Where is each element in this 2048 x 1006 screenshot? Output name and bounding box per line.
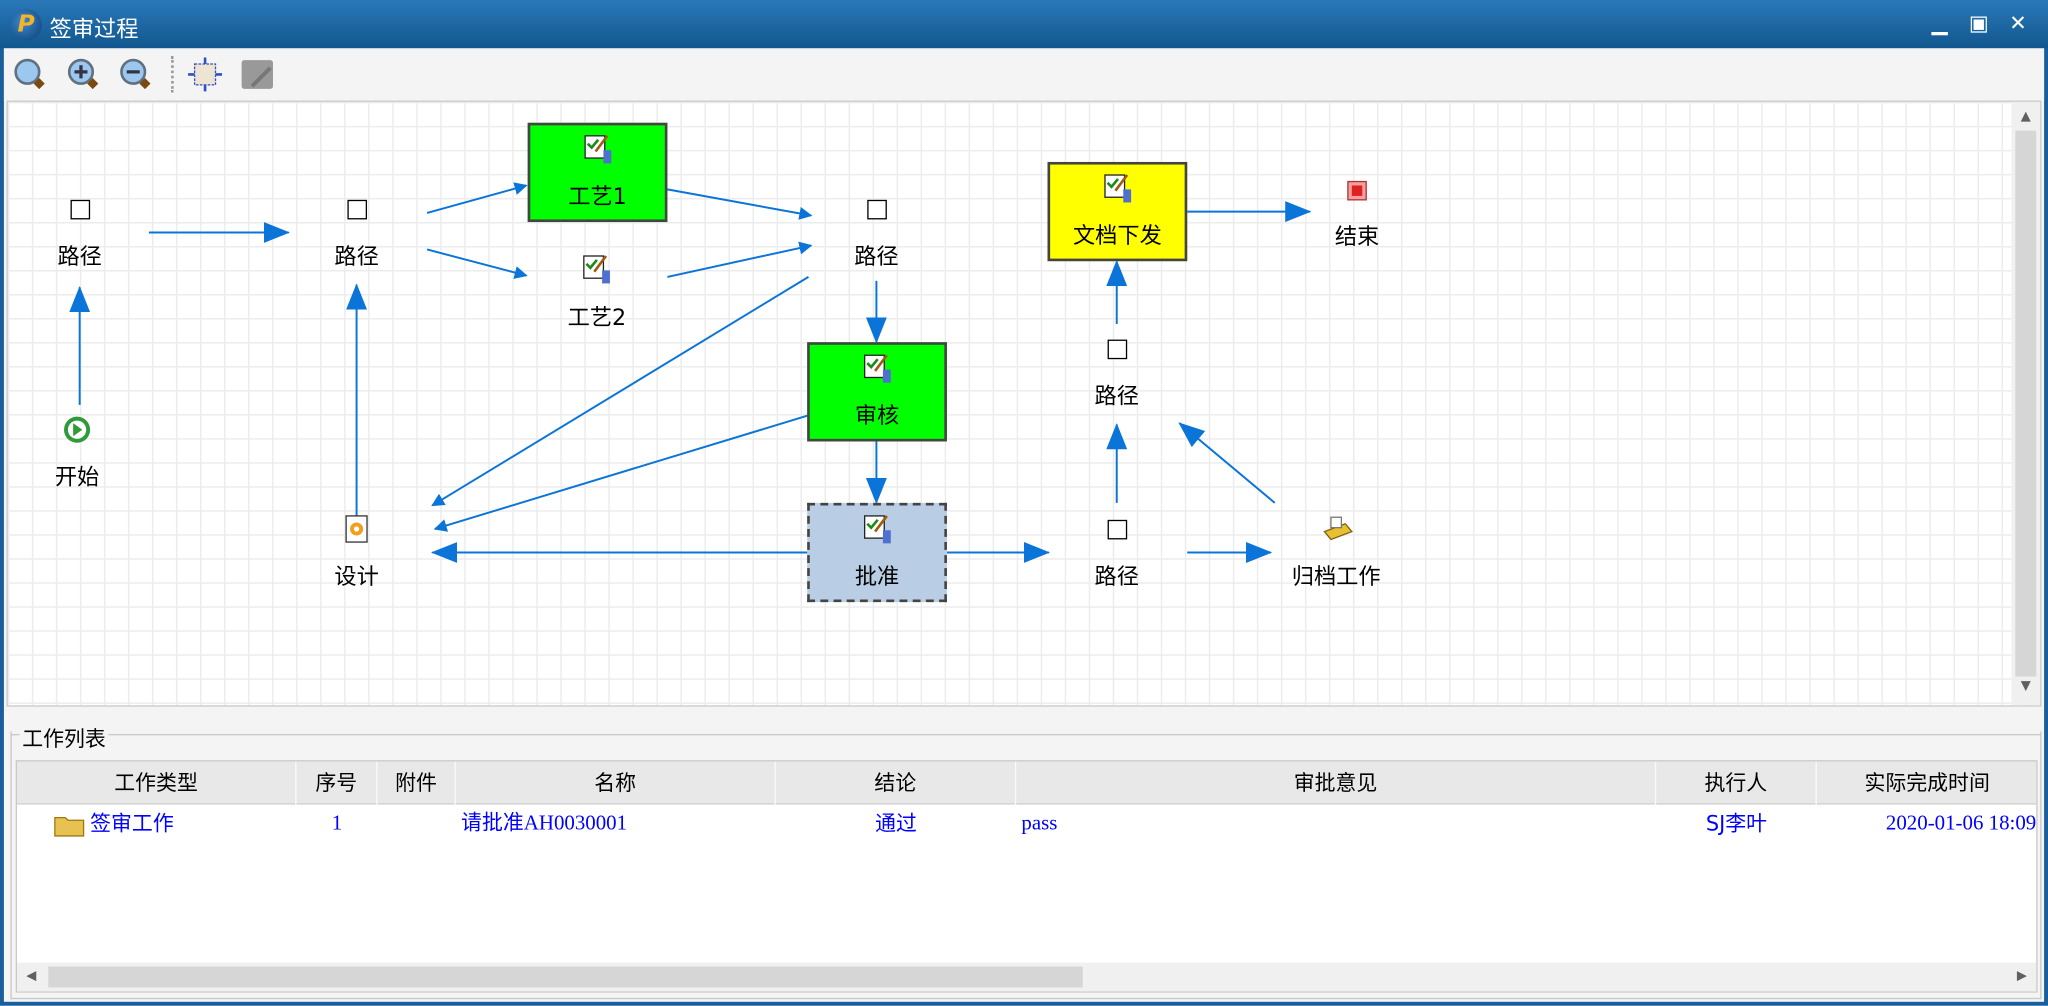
minimize-button[interactable]: ▁: [1931, 10, 1948, 36]
route3-label: 路径: [854, 244, 899, 271]
edges: [69, 182, 1312, 563]
archive-icon[interactable]: [1320, 513, 1354, 544]
craft1-label: 工艺1: [568, 184, 627, 211]
design-label: 设计: [334, 564, 379, 591]
worklist-table: 工作类型 序号 附件 名称 结论 审批意见 执行人 实际完成时间 签审工作 1 …: [15, 760, 2038, 993]
approve-node[interactable]: 批准: [807, 502, 947, 603]
folder-icon: [54, 816, 85, 837]
worklist-title: 工作列表: [19, 720, 109, 753]
approval-doc-icon: [863, 354, 891, 383]
toolbar: [3, 48, 2045, 101]
col-name[interactable]: 名称: [456, 761, 776, 805]
zoom-icon[interactable]: [12, 56, 49, 93]
col-executor[interactable]: 执行人: [1656, 761, 1817, 805]
route1-label: 路径: [57, 244, 102, 271]
cell-type: 签审工作: [90, 811, 174, 836]
group-border: [10, 734, 2042, 736]
toolbar-separator: [171, 56, 174, 93]
scroll-thumb[interactable]: [2015, 130, 2037, 677]
scroll-left-icon[interactable]: ◀: [26, 969, 37, 984]
route2-node[interactable]: [347, 199, 368, 220]
end-icon[interactable]: [1347, 180, 1368, 201]
flow-canvas[interactable]: 路径 开始 路径 设计 工艺1 工艺2 路径 审核 批准 路径 归档工作 路径: [6, 100, 2042, 707]
publish-label: 文档下发: [1072, 223, 1162, 250]
app-logo: P: [10, 9, 42, 41]
fit-icon[interactable]: [187, 56, 224, 93]
approval-doc-icon: [863, 515, 891, 544]
route2-label: 路径: [334, 244, 379, 271]
edge-arrow[interactable]: [426, 182, 528, 214]
cell-seq: 1: [331, 812, 343, 835]
review-label: 审核: [854, 403, 900, 430]
col-finished[interactable]: 实际完成时间: [1817, 761, 2036, 804]
col-attachment[interactable]: 附件: [377, 761, 456, 805]
archive-label: 归档工作: [1291, 564, 1381, 591]
window-body: 路径 开始 路径 设计 工艺1 工艺2 路径 审核 批准 路径 归档工作 路径: [3, 48, 2045, 1002]
edge-arrow[interactable]: [433, 414, 809, 532]
craft2-icon[interactable]: [583, 253, 612, 284]
route3-node[interactable]: [867, 199, 887, 220]
approve-label: 批准: [854, 564, 900, 591]
cell-attachment: [377, 808, 455, 839]
route4-node[interactable]: [1107, 519, 1128, 540]
maximize-button[interactable]: ▣: [1968, 10, 1989, 36]
col-type[interactable]: 工作类型: [17, 761, 297, 805]
cell-conclusion: 通过: [875, 811, 917, 836]
col-comment[interactable]: 审批意见: [1016, 761, 1657, 805]
approval-doc-icon: [584, 135, 612, 164]
route5-node[interactable]: [1107, 339, 1128, 360]
edge-arrow[interactable]: [1178, 422, 1276, 504]
horizontal-scrollbar[interactable]: ◀ ▶: [16, 962, 2037, 992]
scroll-up-icon[interactable]: ▲: [2020, 109, 2031, 125]
edge-arrow[interactable]: [667, 188, 813, 220]
route5-label: 路径: [1094, 383, 1139, 411]
end-label: 结束: [1334, 224, 1380, 251]
cell-executor: SJ李叶: [1705, 811, 1768, 836]
col-conclusion[interactable]: 结论: [776, 761, 1017, 805]
edge-arrow[interactable]: [667, 241, 813, 278]
approval-doc-icon: [1104, 174, 1132, 203]
design-task-icon[interactable]: [342, 513, 371, 544]
cell-name: 请批准AH0030001: [461, 812, 628, 835]
diagram-layer: 路径 开始 路径 设计 工艺1 工艺2 路径 审核 批准 路径 归档工作 路径: [8, 102, 2040, 705]
col-seq[interactable]: 序号: [296, 761, 378, 805]
edit-icon[interactable]: [239, 56, 276, 93]
vertical-scrollbar[interactable]: ▲ ▼: [2011, 101, 2041, 706]
close-button[interactable]: ✕: [2009, 10, 2027, 36]
scroll-thumb[interactable]: [48, 966, 1083, 988]
scroll-down-icon[interactable]: ▼: [2020, 679, 2031, 694]
edge-arrow[interactable]: [431, 276, 809, 507]
table-header: 工作类型 序号 附件 名称 结论 审批意见 执行人 实际完成时间: [16, 761, 2037, 805]
zoom-out-icon[interactable]: [118, 56, 155, 93]
route4-label: 路径: [1094, 564, 1139, 591]
cell-finished: 2020-01-06 18:09: [1885, 812, 2037, 835]
window-title: 签审过程: [49, 16, 139, 44]
worklist-group: [10, 731, 2042, 1000]
edge-arrow[interactable]: [426, 248, 528, 279]
cell-comment: pass: [1021, 812, 1058, 835]
review-node[interactable]: 审核: [807, 342, 947, 442]
craft1-node[interactable]: 工艺1: [527, 122, 668, 223]
title-bar: P 签审过程 ▁ ▣ ✕: [0, 0, 2048, 49]
route1-node[interactable]: [70, 199, 91, 220]
scroll-right-icon[interactable]: ▶: [2016, 969, 2027, 984]
start-label: 开始: [54, 464, 100, 492]
publish-node[interactable]: 文档下发: [1047, 161, 1188, 262]
start-icon[interactable]: [63, 415, 92, 444]
zoom-in-icon[interactable]: [65, 56, 102, 93]
craft2-label: 工艺2: [567, 305, 627, 332]
